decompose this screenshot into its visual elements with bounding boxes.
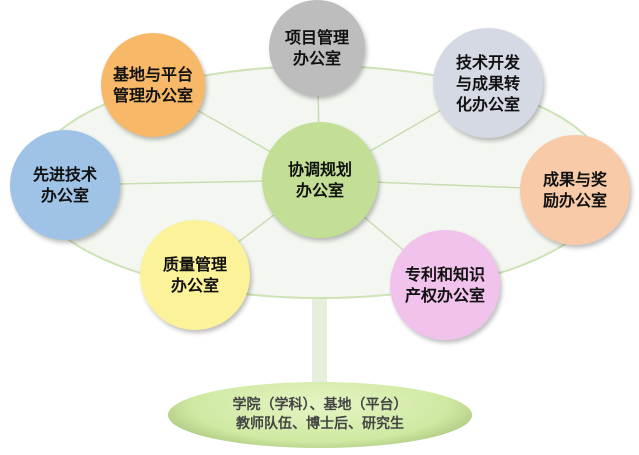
node-label: 技术开发与成果转化办公室 xyxy=(455,52,520,114)
node-label: 质量管理办公室 xyxy=(162,255,227,295)
foundation-ellipse: 学院（学科）、基地（平台） 教师队伍、博士后、研究生 xyxy=(168,382,472,448)
foundation-line2: 教师队伍、博士后、研究生 xyxy=(236,416,404,432)
node-patent-ip: 专利和知识产权办公室 xyxy=(390,230,500,340)
node-label: 基地与平台管理办公室 xyxy=(112,65,193,105)
node-label: 成果与奖励办公室 xyxy=(542,170,607,210)
center-label: 协调规划办公室 xyxy=(287,160,352,200)
node-tech-transfer: 技术开发与成果转化办公室 xyxy=(433,28,543,138)
stem xyxy=(312,275,327,390)
foundation-line1: 学院（学科）、基地（平台） xyxy=(232,397,408,413)
node-base-platform: 基地与平台管理办公室 xyxy=(101,33,205,137)
node-label: 先进技术办公室 xyxy=(32,165,97,205)
node-achievements: 成果与奖励办公室 xyxy=(520,135,630,245)
node-coordination-center: 协调规划办公室 xyxy=(262,122,378,238)
node-label: 专利和知识产权办公室 xyxy=(404,265,485,305)
node-label: 项目管理办公室 xyxy=(284,28,349,68)
node-advanced-tech: 先进技术办公室 xyxy=(10,130,120,240)
node-project-management: 项目管理办公室 xyxy=(269,0,365,96)
node-quality: 质量管理办公室 xyxy=(140,220,250,330)
